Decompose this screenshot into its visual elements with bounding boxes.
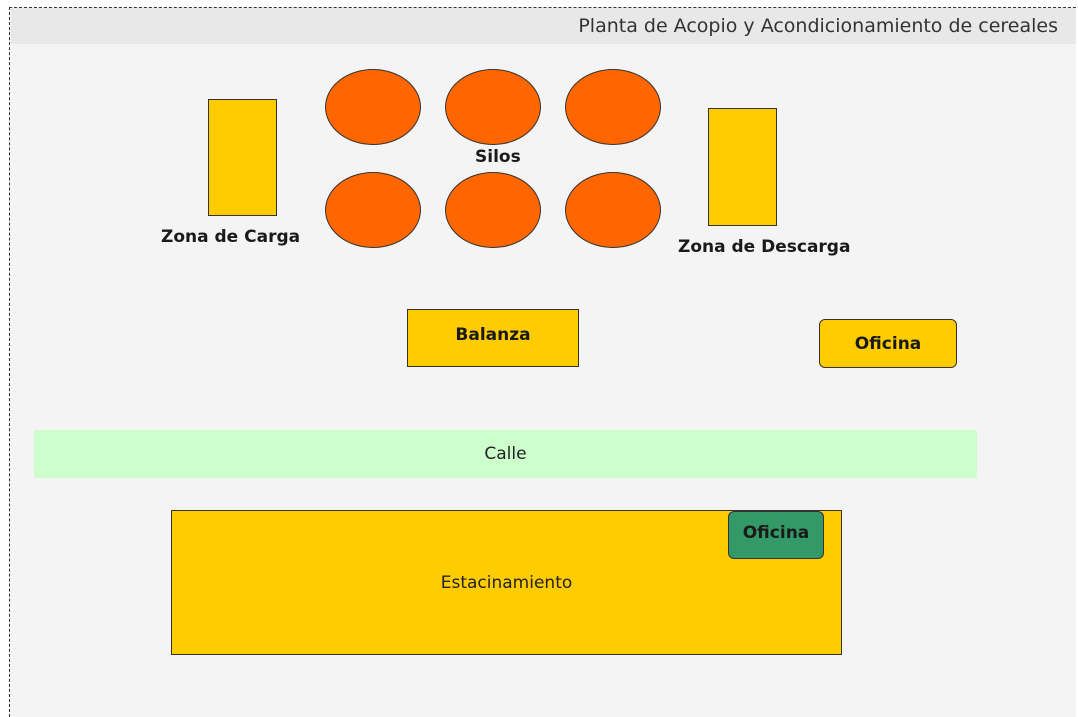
silo (565, 172, 661, 248)
diagram-canvas: Planta de Acopio y Acondicionamiento de … (9, 7, 1076, 717)
silo (325, 69, 421, 145)
street: Calle (34, 430, 977, 478)
diagram-title: Planta de Acopio y Acondicionamiento de … (578, 15, 1058, 37)
parking-office-block: Oficina (728, 511, 824, 559)
silo (565, 69, 661, 145)
parking-office-label: Oficina (742, 523, 810, 543)
oficina-label: Oficina (854, 333, 922, 354)
silo (445, 172, 541, 248)
zona-de-carga-block (208, 99, 277, 216)
silos-label: Silos (475, 147, 521, 167)
silo (325, 172, 421, 248)
zona-de-descarga-label: Zona de Descarga (678, 237, 851, 257)
zona-de-descarga-block (708, 108, 777, 226)
balanza-label: Balanza (455, 325, 531, 345)
balanza-block: Balanza (407, 309, 579, 367)
oficina-block: Oficina (819, 319, 957, 368)
zona-de-carga-label: Zona de Carga (161, 227, 301, 247)
parking-lot-label: Estacinamiento (440, 572, 573, 593)
street-label: Calle (484, 444, 527, 464)
title-bar: Planta de Acopio y Acondicionamiento de … (11, 8, 1076, 44)
silo (445, 69, 541, 145)
